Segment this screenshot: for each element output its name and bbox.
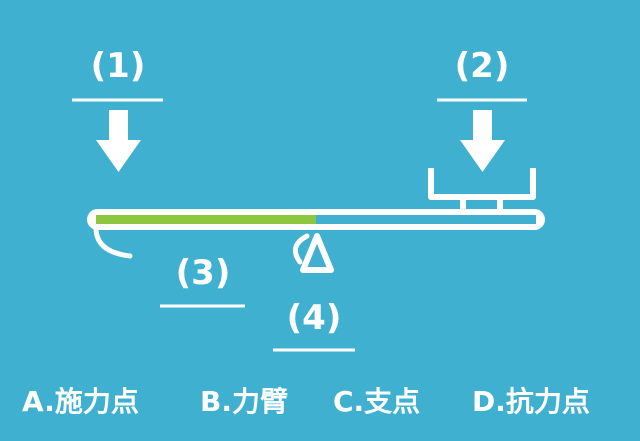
option-a: A.施力点 [22,385,139,418]
fulcrum-triangle [300,233,334,273]
option-c: C.支点 [333,385,421,418]
load-tray [428,168,536,200]
lever-arm-highlight [96,215,316,224]
tray-support-right [497,197,503,211]
fulcrum-side-stroke [292,233,310,265]
label-2: (2) [454,46,510,86]
option-d: D.抗力点 [472,385,590,418]
load-arrow [460,110,505,172]
label-3: (3) [175,253,231,293]
label-4: (4) [286,298,342,338]
option-b: B.力臂 [200,385,288,418]
effort-arrow [96,110,141,172]
tray-support-left [460,197,466,211]
answer-options: A.施力点 B.力臂 C.支点 D.抗力点 [0,378,640,426]
lever-arm-brace [93,225,133,259]
label-1: (1) [90,46,146,86]
lever-bar-inner [316,215,536,224]
